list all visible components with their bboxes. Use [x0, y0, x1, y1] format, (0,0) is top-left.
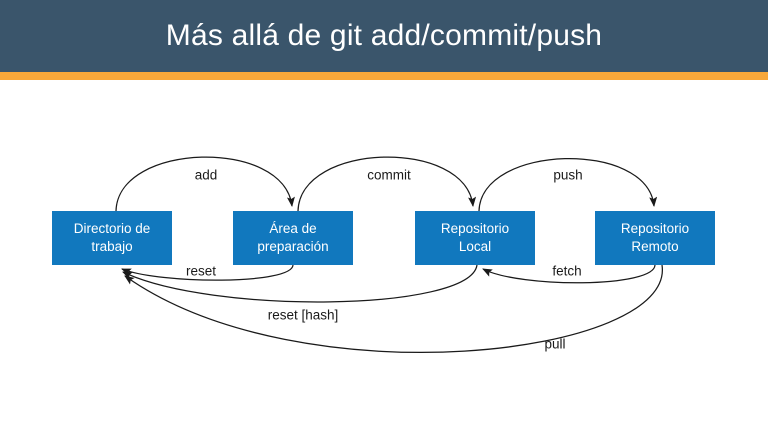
header-accent-bar — [0, 72, 768, 80]
edge-label-add: add — [194, 167, 218, 183]
git-workflow-diagram: Directorio de trabajo Área de preparació… — [0, 80, 768, 432]
page-title: Más allá de git add/commit/push — [165, 19, 603, 52]
slide-header: Más allá de git add/commit/push — [0, 0, 768, 72]
edge-label-reset-hash: reset [hash] — [267, 307, 339, 323]
edge-push-path — [478, 158, 658, 212]
edge-label-fetch: fetch — [552, 263, 582, 279]
node-label: Directorio de trabajo — [73, 221, 151, 254]
edge-label-commit: commit — [367, 167, 411, 183]
node-directorio-de-trabajo[interactable]: Directorio de trabajo — [52, 211, 172, 265]
edge-add-path — [115, 156, 295, 212]
edge-pull-path — [124, 264, 663, 354]
node-label: Repositorio Remoto — [620, 221, 690, 254]
diagram-edges-svg — [115, 156, 663, 354]
edge-label-pull: pull — [544, 336, 566, 352]
node-repositorio-remoto[interactable]: Repositorio Remoto — [595, 211, 715, 265]
edge-reset-hash-path — [122, 264, 478, 303]
edge-reset-path — [121, 264, 294, 281]
node-repositorio-local[interactable]: Repositorio Local — [415, 211, 535, 265]
node-label: Repositorio Local — [440, 221, 510, 254]
edge-commit-path — [297, 156, 477, 212]
node-area-de-preparacion[interactable]: Área de preparación — [233, 211, 353, 265]
edge-fetch-path — [482, 264, 656, 284]
edge-label-reset: reset — [185, 263, 217, 279]
node-label: Área de preparación — [257, 221, 329, 254]
edge-label-push: push — [553, 167, 583, 183]
